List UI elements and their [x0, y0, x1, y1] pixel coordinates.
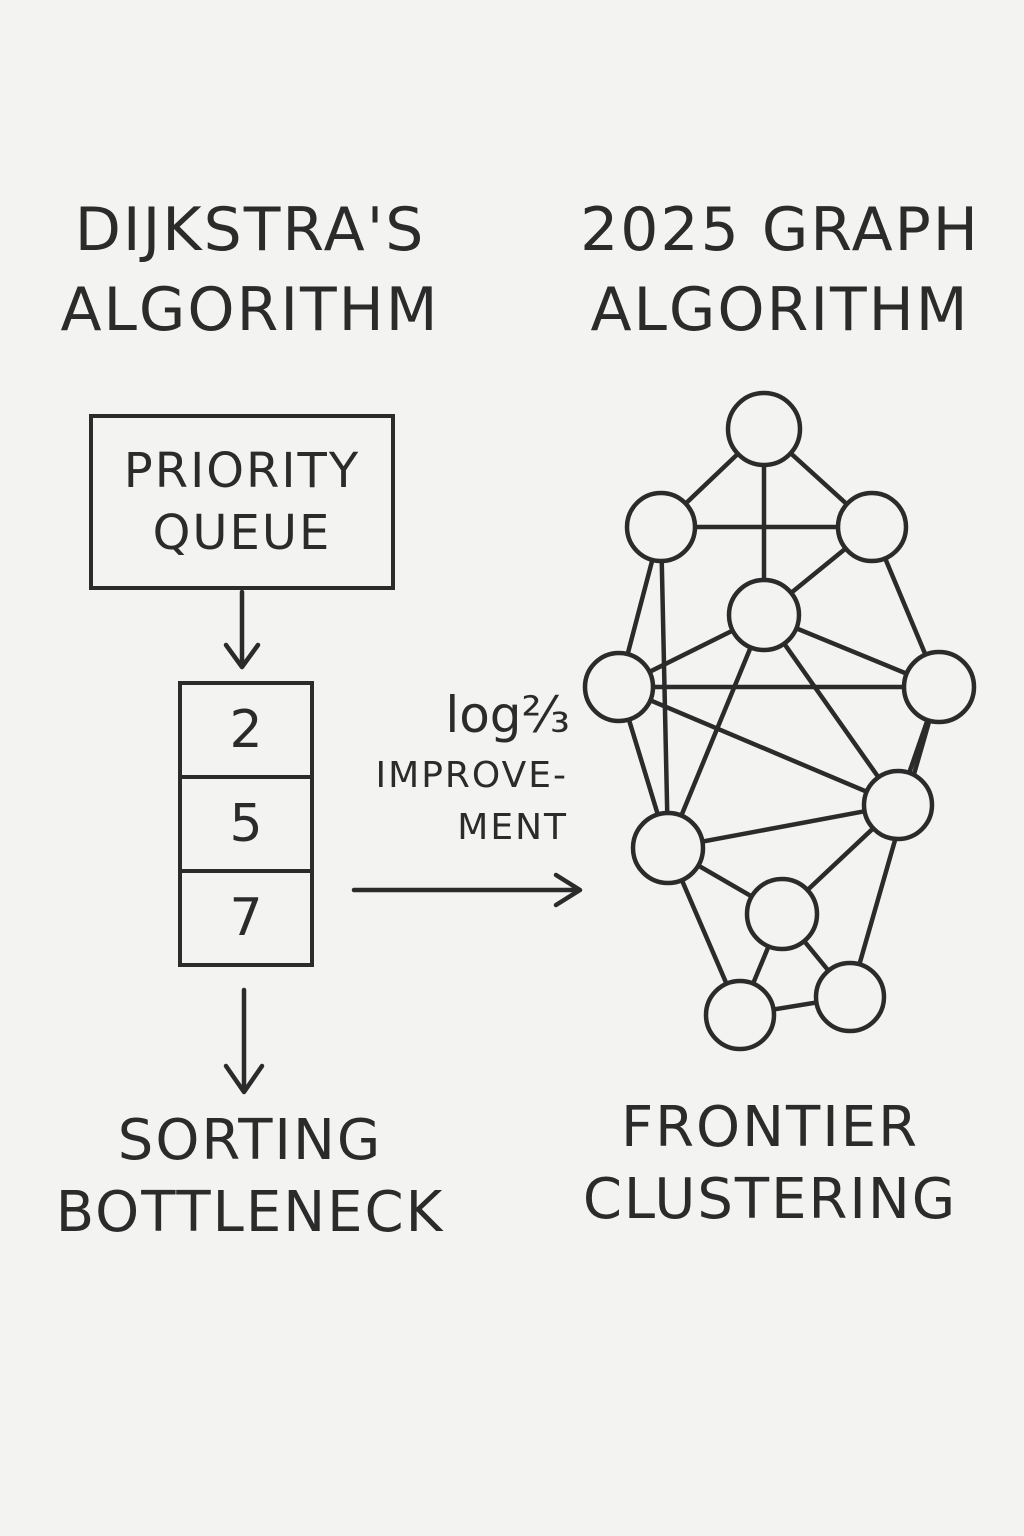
- dijkstra-title: DIJKSTRA'S ALGORITHM: [20, 190, 480, 350]
- graph-node: [744, 876, 820, 952]
- improvement-label-line-1: IMPROVE-: [375, 755, 568, 796]
- queue-down-arrow: [223, 589, 261, 670]
- bottleneck-down-arrow: [223, 987, 265, 1095]
- priority-queue-line-2: QUEUE: [152, 505, 332, 561]
- graph-node: [901, 649, 977, 725]
- graph-nodes: [582, 390, 977, 1052]
- graph-node: [703, 978, 777, 1052]
- priority-queue-box: PRIORITY QUEUE: [89, 414, 395, 590]
- improvement-label-line-2: MENT: [457, 807, 568, 848]
- improvement-annotation: log²⁄₃ IMPROVE- MENT: [340, 680, 590, 854]
- log-complexity-label: log²⁄₃: [445, 686, 570, 744]
- graph-edge: [616, 684, 901, 808]
- graph-edge: [761, 612, 901, 808]
- sorting-bottleneck-line-2: BOTTLENECK: [55, 1180, 445, 1245]
- sorting-bottleneck-line-1: SORTING: [117, 1108, 383, 1173]
- frontier-clustering-line-2: CLUSTERING: [582, 1167, 958, 1232]
- improvement-arrow: [351, 872, 583, 908]
- graph-node: [630, 810, 706, 886]
- queue-stack: 2 5 7: [178, 681, 314, 967]
- graph-edge: [665, 612, 767, 851]
- sorting-bottleneck-caption: SORTING BOTTLENECK: [20, 1105, 480, 1249]
- graph-algorithm-title-line-2: ALGORITHM: [590, 275, 970, 345]
- queue-cell: 2: [182, 685, 310, 779]
- queue-cell: 7: [229, 888, 263, 948]
- frontier-clustering-caption: FRONTIER CLUSTERING: [540, 1092, 1000, 1236]
- graph-node: [624, 490, 698, 564]
- dijkstra-title-line-1: DIJKSTRA'S: [74, 195, 426, 265]
- graph-node: [835, 490, 909, 564]
- graph-node: [725, 390, 803, 468]
- graph-algorithm-title: 2025 GRAPH ALGORITHM: [550, 190, 1010, 350]
- graph-node: [726, 577, 802, 653]
- graph-node: [813, 960, 887, 1034]
- graph-algorithm-title-line-1: 2025 GRAPH: [580, 195, 980, 265]
- graph-edge: [665, 802, 901, 851]
- graph-node: [861, 768, 935, 842]
- priority-queue-line-1: PRIORITY: [123, 443, 361, 499]
- frontier-clustering-line-1: FRONTIER: [620, 1095, 920, 1160]
- queue-cell: 5: [182, 779, 310, 873]
- graph-node: [582, 650, 656, 724]
- graph-edge: [847, 684, 942, 1000]
- dijkstra-title-line-2: ALGORITHM: [60, 275, 440, 345]
